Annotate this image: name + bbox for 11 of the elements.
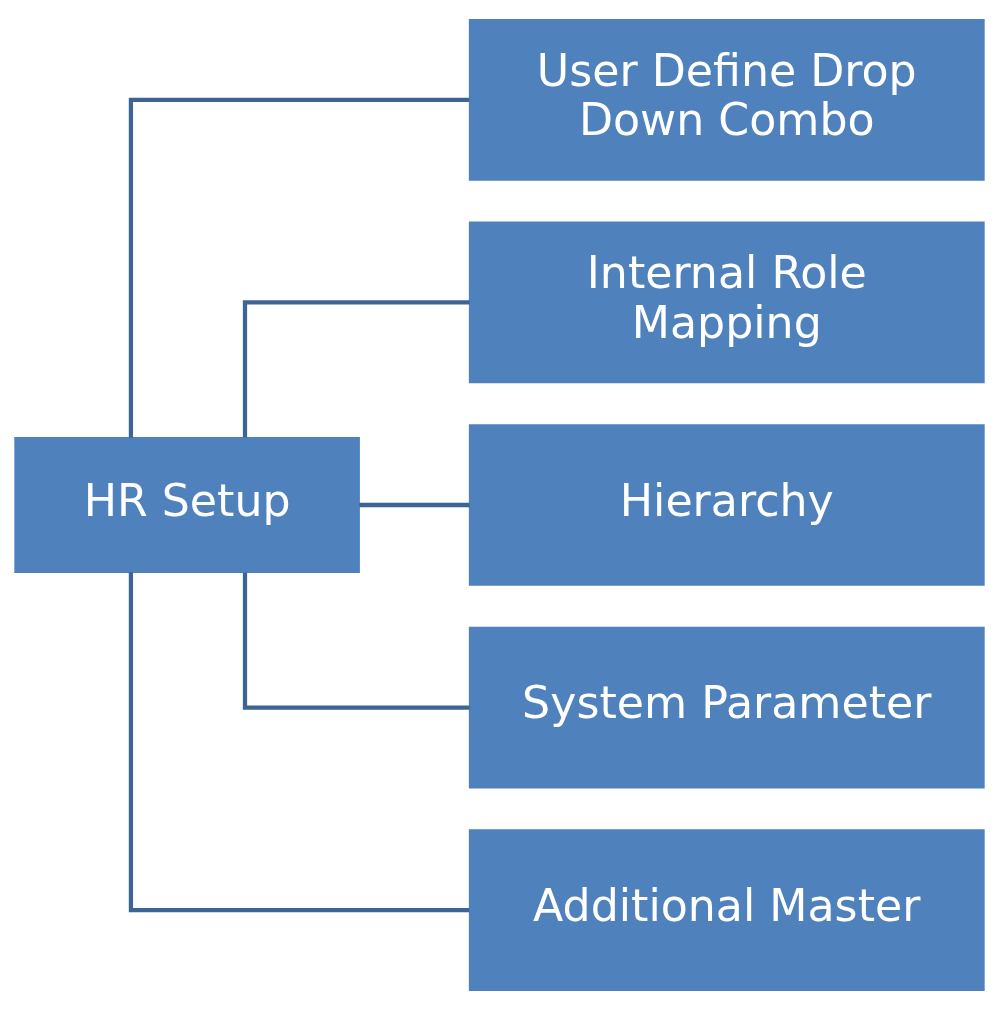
connector xyxy=(242,300,470,438)
node-box: System Parameter xyxy=(468,626,985,789)
connector xyxy=(359,502,470,508)
node-box: User Define Drop Down Combo xyxy=(468,18,985,181)
connector xyxy=(128,572,470,913)
node-box: Additional Master xyxy=(468,829,985,992)
node-box: HR Setup xyxy=(14,436,360,574)
node-box: Internal Role Mapping xyxy=(468,221,985,384)
connector xyxy=(242,572,470,710)
node-box: Hierarchy xyxy=(468,424,985,586)
connector xyxy=(128,97,470,438)
